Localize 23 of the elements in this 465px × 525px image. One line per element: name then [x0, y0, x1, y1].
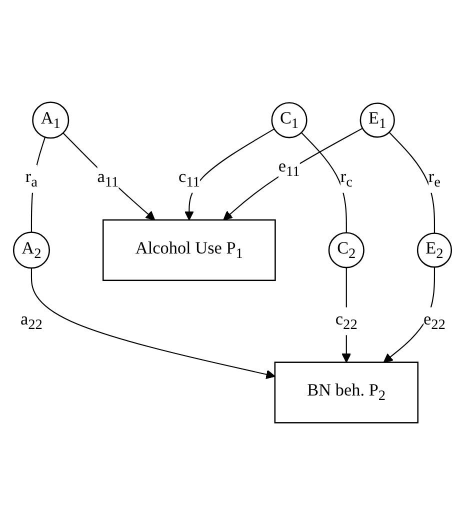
edge-label: e$_{11}$	[278, 158, 300, 180]
edge-label: r$_{a}$	[25, 168, 38, 190]
node-circle	[12, 232, 50, 269]
edge-label: a$_{11}$	[97, 168, 119, 190]
arrow	[62, 132, 156, 220]
arrow	[223, 128, 363, 220]
node-circle	[271, 102, 308, 138]
arrow	[184, 128, 275, 220]
node-circle	[328, 232, 364, 268]
edge-label: e$_{22}$	[423, 310, 446, 332]
node-box	[274, 362, 419, 424]
node-circle	[360, 102, 395, 138]
edge-label: c$_{11}$	[178, 168, 200, 190]
edge-label: a$_{22}$	[20, 310, 42, 332]
connector	[301, 132, 347, 233]
connector	[388, 132, 436, 234]
edge-label: r$_{e}$	[428, 168, 441, 190]
arrow	[30, 268, 276, 380]
edge-label: r$_{c}$	[340, 168, 352, 190]
node-circle	[416, 232, 452, 268]
edge-label: c$_{22}$	[335, 310, 358, 332]
node-circle	[32, 102, 70, 139]
node-box	[102, 219, 276, 282]
